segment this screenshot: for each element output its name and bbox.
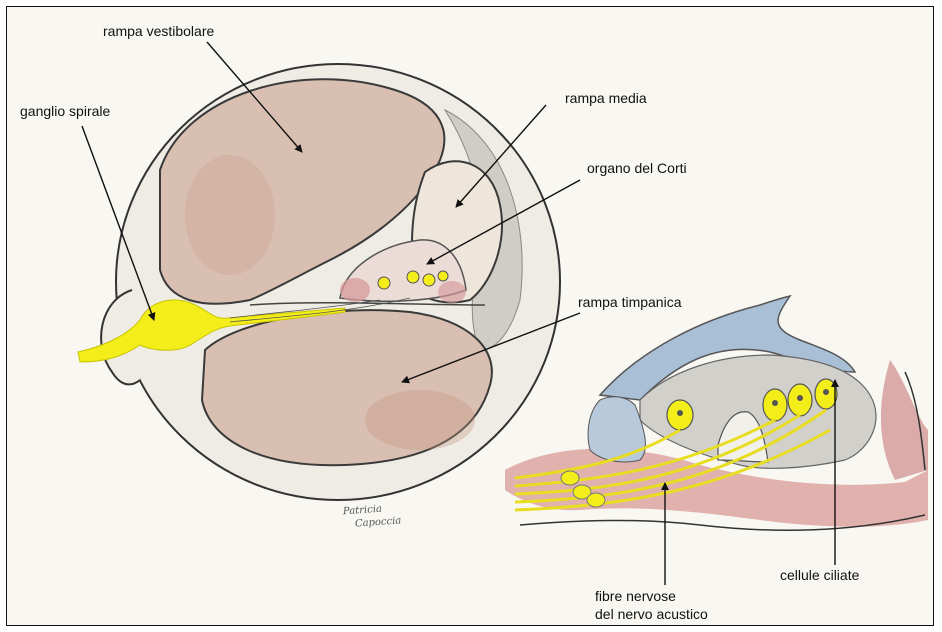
corti-pink-left (340, 278, 370, 302)
detail-red-tissue-right (881, 360, 928, 480)
label-organo-del-corti: organo del Corti (587, 160, 687, 177)
cochlea-cross-section (78, 64, 560, 500)
label-cellule-ciliate: cellule ciliate (780, 567, 859, 584)
vestibuli-shading (185, 155, 275, 275)
corti-pink-right (438, 281, 466, 303)
label-fibre-nervose-line2: del nervo acustico (595, 606, 708, 623)
detail-red-tissue-lower (505, 449, 928, 527)
label-fibre-nervose-line1: fibre nervose (595, 588, 676, 605)
label-ganglio-spirale: ganglio spirale (20, 103, 110, 120)
label-rampa-media: rampa media (565, 90, 647, 107)
label-rampa-timpanica: rampa timpanica (578, 294, 682, 311)
label-rampa-vestibolare: rampa vestibolare (103, 23, 214, 40)
organ-of-corti-detail (505, 296, 928, 530)
tympani-shading (365, 390, 475, 450)
